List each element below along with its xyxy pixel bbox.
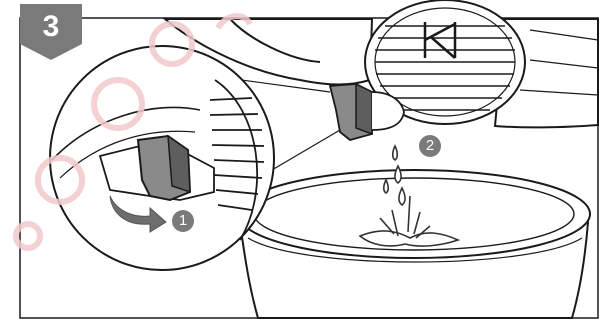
step-number: 3 xyxy=(20,10,82,44)
magnifier-detail xyxy=(50,46,274,270)
callout-2-number: 2 xyxy=(426,137,434,154)
callout-1-badge: 1 xyxy=(172,210,194,232)
water-basin xyxy=(238,170,590,318)
step-badge: 3 xyxy=(20,4,82,60)
callout-1-number: 1 xyxy=(179,212,187,229)
callout-2-badge: 2 xyxy=(419,135,441,157)
